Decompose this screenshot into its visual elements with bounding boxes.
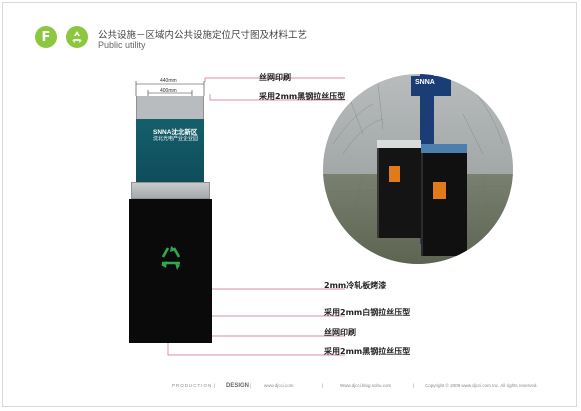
signage-panel: SNNA沈北新区 沈北光电产业企业园 (136, 119, 204, 182)
recycle-icon (66, 26, 88, 48)
callout-white-steel: 采用2mm白钢拉丝压型 (324, 308, 411, 317)
trash-icon (433, 182, 446, 199)
photo-bin-right (421, 144, 467, 256)
callout-screen-print-top: 丝网印刷 (259, 73, 291, 82)
section-badge-f: F (35, 26, 57, 48)
callout-screen-print-bottom: 丝网印刷 (324, 328, 356, 337)
panel-subtitle-text: 沈北光电产业企业园 (153, 136, 199, 142)
footer-copyright: Copyright © 2009 www.djcci.com Inc. All … (425, 383, 538, 388)
callout-black-steel-top: 采用2mm黑钢拉丝压型 (259, 92, 346, 101)
dimension-inner-width: 400mm (160, 88, 177, 94)
footer-production: PRODUCTION (172, 383, 213, 388)
callout-black-steel-bottom: 采用2mm黑钢拉丝压型 (324, 347, 411, 356)
page-subtitle: Public utility (98, 40, 146, 50)
page-title: 公共设施－区域内公共设施定位尺寸图及材料工艺 (98, 30, 308, 41)
recycle-symbol-icon (161, 246, 181, 270)
panel-brand-text: SNNA沈北新区 (153, 129, 198, 136)
bin-top-post (136, 96, 204, 119)
footer-blog-link[interactable]: Www.djcci.blog.sohu.com (340, 383, 392, 388)
trash-icon (389, 166, 400, 182)
photo-sign-text: SNNA (415, 79, 435, 86)
footer-design: DESIGN (226, 383, 250, 389)
footer-site-link[interactable]: www.djcci.com (264, 383, 294, 388)
bin-render-photo: SNNA (323, 74, 513, 264)
bin-body (129, 199, 212, 343)
callout-cold-rolled-paint: 2mm冷轧板烤漆 (324, 281, 387, 290)
photo-bin-left (377, 140, 421, 238)
dimension-outer-width: 440mm (160, 78, 177, 84)
bin-collar (131, 182, 210, 199)
